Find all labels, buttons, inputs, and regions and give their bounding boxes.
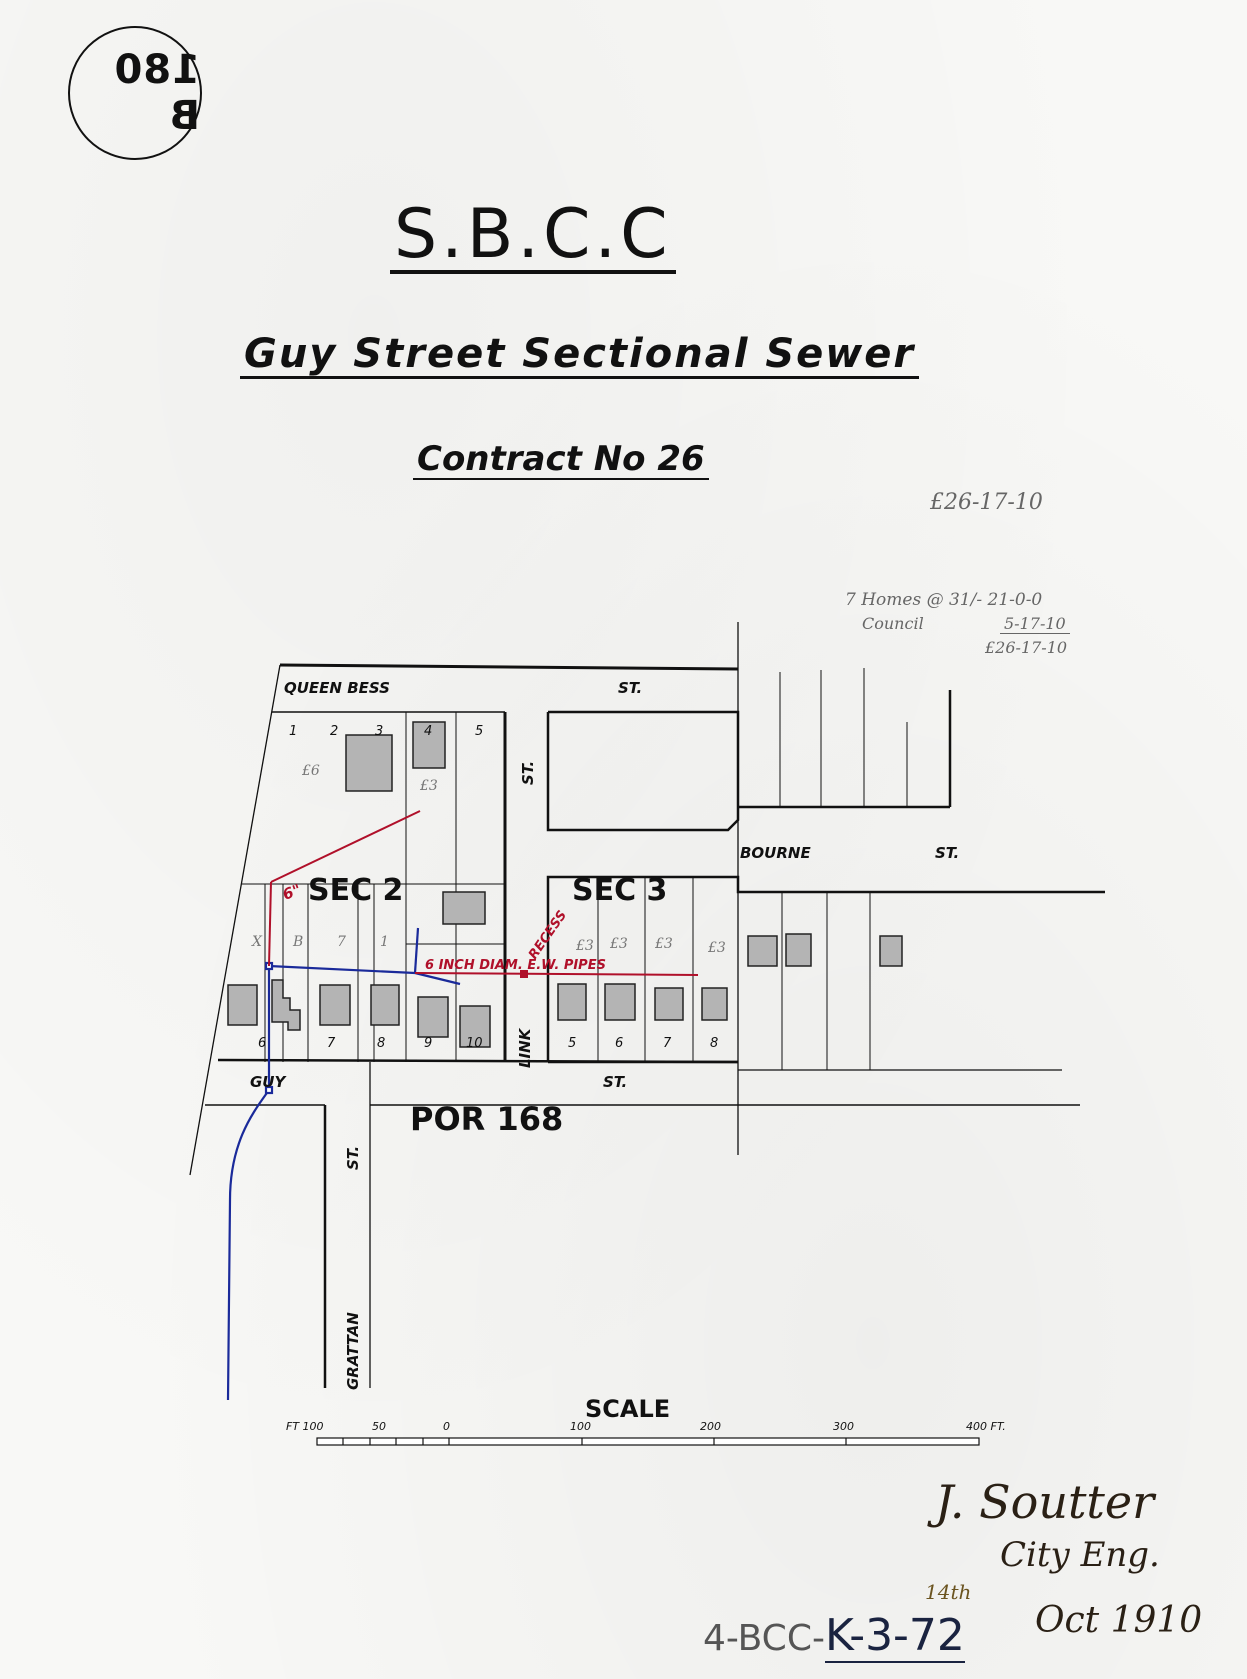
street-label-link-st: ST.	[519, 761, 537, 785]
org-title: S.B.C.C	[390, 200, 676, 274]
section-label-3: SEC 3	[572, 873, 667, 908]
svg-text:B: B	[292, 934, 303, 950]
cost-calc-council-value: 5-17-10	[1000, 614, 1070, 634]
sewer-main-label: 6 INCH DIAM. E.W. PIPES	[425, 958, 606, 973]
svg-text:5: 5	[568, 1036, 576, 1051]
street-label-guy-st: ST.	[603, 1073, 627, 1091]
branch-size-label: 6"	[280, 881, 303, 904]
svg-text:1: 1	[289, 724, 297, 739]
svg-text:£3: £3	[419, 778, 438, 794]
svg-text:5: 5	[475, 724, 483, 739]
svg-text:7: 7	[327, 1036, 336, 1051]
lot-numbers: 1 2 3 4 5 6 7 8 9 10 5 6 7 8	[258, 724, 718, 1051]
archive-reference-code: K-3-72	[824, 1610, 965, 1663]
cost-calc-total: £26-17-10	[985, 638, 1068, 657]
svg-text:8: 8	[377, 1036, 385, 1051]
svg-text:7: 7	[663, 1036, 672, 1051]
svg-text:8: 8	[710, 1036, 718, 1051]
svg-text:£6: £6	[301, 763, 320, 779]
proposed-sewer-lines	[268, 810, 699, 978]
street-label-grattan-st: ST.	[344, 1146, 362, 1170]
svg-text:200: 200	[700, 1420, 721, 1433]
street-label-bourne-st: ST.	[935, 844, 959, 862]
svg-text:X: X	[251, 934, 263, 950]
svg-text:0: 0	[443, 1420, 450, 1433]
street-label-queen-bess-st: ST.	[618, 679, 642, 697]
plan-title: Guy Street Sectional Sewer	[240, 332, 920, 379]
cost-calc-council: Council	[862, 614, 924, 633]
svg-text:4: 4	[424, 724, 432, 739]
street-label-guy: GUY	[250, 1073, 287, 1091]
svg-text:1: 1	[380, 934, 389, 950]
svg-text:400 FT.: 400 FT.	[966, 1420, 1006, 1433]
svg-text:£3: £3	[575, 938, 594, 954]
svg-text:6: 6	[615, 1036, 623, 1051]
archive-reference: 4-BCC-K-3-72	[703, 1610, 965, 1663]
scale-title: SCALE	[585, 1395, 670, 1423]
signature-title: City Eng.	[1000, 1535, 1160, 1575]
street-label-bourne: BOURNE	[740, 844, 811, 862]
signature-day: 14th	[925, 1580, 972, 1604]
svg-text:7: 7	[337, 934, 346, 950]
sheet-number-stamp: 180 B	[68, 26, 202, 160]
section-labels: SEC 2 SEC 3 POR 168	[308, 873, 667, 1138]
svg-text:£3: £3	[609, 936, 628, 952]
portion-label: POR 168	[410, 1100, 563, 1138]
signature-date: Oct 1910	[1035, 1600, 1203, 1641]
svg-text:300: 300	[833, 1420, 854, 1433]
svg-text:2: 2	[330, 724, 338, 739]
street-label-queen-bess: QUEEN BESS	[284, 679, 390, 697]
buildings	[227, 721, 903, 1048]
signature-name: J. Soutter	[935, 1475, 1155, 1529]
cost-note-top: £26-17-10	[930, 490, 1043, 515]
svg-text:£3: £3	[707, 940, 726, 956]
svg-text:FT 100: FT 100	[286, 1420, 324, 1433]
scale-bar: SCALE FT 100 50 0 100 200 300 400 FT.	[286, 1395, 1006, 1446]
svg-text:100: 100	[570, 1420, 591, 1433]
contract-number: Contract No 26	[413, 440, 709, 480]
svg-text:10: 10	[466, 1036, 483, 1051]
street-label-grattan: GRATTAN	[344, 1312, 362, 1390]
svg-text:3: 3	[375, 724, 383, 739]
street-label-link: LINK	[516, 1027, 534, 1068]
section-label-2: SEC 2	[308, 873, 403, 908]
archive-reference-prefix: 4-BCC-	[703, 1618, 825, 1659]
lot-charges: £6 £3 £3 £3 £3 £3 X B 7 1	[251, 763, 726, 956]
svg-text:£3: £3	[654, 936, 673, 952]
street-labels: QUEEN BESS ST. BOURNE ST. GUY ST. LINK S…	[250, 679, 959, 1390]
street-outlines	[189, 622, 1105, 1388]
svg-text:9: 9	[424, 1036, 432, 1051]
svg-text:50: 50	[372, 1420, 386, 1433]
svg-text:6: 6	[258, 1036, 266, 1051]
cost-calc-line1: 7 Homes @ 31/- 21-0-0	[845, 590, 1043, 610]
